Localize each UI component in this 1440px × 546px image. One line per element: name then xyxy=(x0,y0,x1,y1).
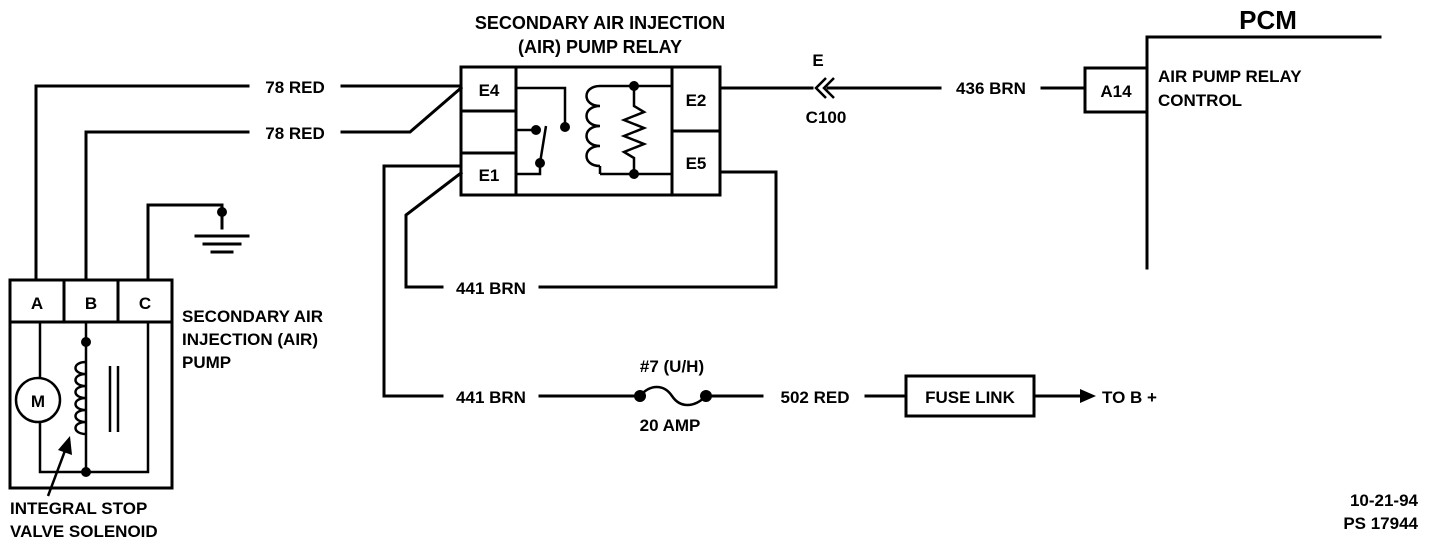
solenoid-pointer-arrow-icon xyxy=(46,436,72,497)
relay-pin-e5: E5 xyxy=(686,154,707,173)
pump-label-line2: INJECTION (AIR) xyxy=(182,330,318,349)
pcm: PCM A14 AIR PUMP RELAY CONTROL xyxy=(1083,5,1382,270)
pcm-outline xyxy=(1145,35,1382,270)
wire-436-brn-label: 436 BRN xyxy=(956,79,1026,98)
arrow-right-icon xyxy=(1032,389,1096,403)
fuse-rating: 20 AMP xyxy=(640,416,701,435)
relay-title-line2: (AIR) PUMP RELAY xyxy=(518,37,682,57)
relay-switch xyxy=(516,86,570,176)
wire-78-red-b-label: 78 RED xyxy=(265,124,325,143)
pump-pin-b-box xyxy=(62,278,120,324)
fuse-icon xyxy=(614,385,764,407)
relay-pin-e1: E1 xyxy=(479,166,500,185)
relay-title-line1: SECONDARY AIR INJECTION xyxy=(475,13,725,33)
motor-icon xyxy=(14,376,62,424)
pump-label-line3: PUMP xyxy=(182,353,231,372)
pcm-pin-a14-box xyxy=(1083,66,1149,114)
wire-502-red: 502 RED xyxy=(781,388,908,407)
fuse-link-label: FUSE LINK xyxy=(925,388,1015,407)
pump-label-line1: SECONDARY AIR xyxy=(182,307,323,326)
wire-441-brn-fuse-label: 441 BRN xyxy=(456,388,526,407)
pump-pin-b: B xyxy=(85,294,97,313)
connector-c100: C100 xyxy=(806,108,847,127)
ground-icon xyxy=(194,234,250,254)
motor-label: M xyxy=(31,392,45,411)
solenoid-label-line1: INTEGRAL STOP xyxy=(10,499,147,518)
pump-pin-a: A xyxy=(31,294,43,313)
wire-436-brn: 436 BRN xyxy=(718,77,1087,99)
solenoid-label-line2: VALVE SOLENOID xyxy=(10,522,158,541)
relay-pin-e2: E2 xyxy=(686,91,707,110)
air-pump-relay: SECONDARY AIR INJECTION (AIR) PUMP RELAY… xyxy=(459,13,725,197)
fuse-name: #7 (U/H) xyxy=(640,357,704,376)
pcm-title: PCM xyxy=(1239,5,1297,35)
pump-pin-c: C xyxy=(139,294,151,313)
wire-78-red-a-label: 78 RED xyxy=(265,78,325,97)
pcm-pin-label-line1: AIR PUMP RELAY xyxy=(1158,67,1302,86)
footer-date: 10-21-94 xyxy=(1350,491,1419,510)
footer-code: PS 17944 xyxy=(1343,514,1418,533)
relay-pin-e5-box xyxy=(670,129,722,197)
relay-blank-box xyxy=(459,109,518,155)
relay-pin-e2-box xyxy=(670,65,722,133)
connector-letter: E xyxy=(812,51,823,70)
relay-pin-e4: E4 xyxy=(479,81,500,100)
wire-441-brn-loop-label: 441 BRN xyxy=(456,279,526,298)
solenoid-coil-icon xyxy=(74,360,87,436)
pump-wire-c xyxy=(38,322,150,474)
pump-pin-c-box xyxy=(116,278,174,324)
pcm-pin-a14: A14 xyxy=(1100,82,1132,101)
wire-441-brn-fuse: 441 BRN xyxy=(382,164,618,407)
wire-78-red-b: 78 RED xyxy=(84,85,464,282)
wire-78-red-a: 78 RED xyxy=(34,78,463,282)
air-pump: A B C M xyxy=(8,278,174,497)
pcm-pin-label-line2: CONTROL xyxy=(1158,91,1242,110)
wire-502-red-label: 502 RED xyxy=(781,388,850,407)
ground-wire xyxy=(146,203,227,282)
relay-resistor-icon xyxy=(620,86,648,174)
to-battery-label: TO B + xyxy=(1102,388,1157,407)
wire-441-brn-loop: 441 BRN xyxy=(404,170,778,298)
relay-pin-e1-box xyxy=(459,151,518,197)
